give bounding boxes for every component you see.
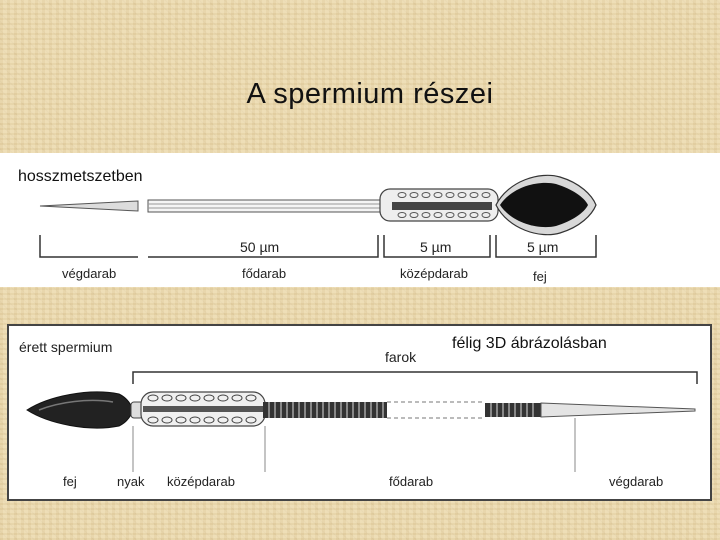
label-end-piece: végdarab [62,266,116,281]
end-piece-shape [39,200,139,212]
label-neck-3d: nyak [117,474,145,489]
tail-label: farok [385,349,417,365]
slide-title: A spermium részei [246,78,494,110]
label-end-piece-3d: végdarab [609,474,663,489]
semi-3d-diagram: érett spermium farok [19,339,698,489]
label-middle-piece-3d: középdarab [167,474,235,489]
longitudinal-section-panel: 50 µm 5 µm 5 µm végdarab fődarab középda… [0,153,720,287]
scale-principal: 50 µm [240,239,279,255]
mature-sperm-header: érett spermium [19,339,112,355]
label-head: fej [533,269,547,284]
caption-semi-3d: félig 3D ábrázolásban [452,335,607,352]
principal-piece-3d-a [263,402,387,418]
principal-piece-shape [147,199,389,213]
head-3d [26,391,134,429]
semi-3d-panel: érett spermium farok [7,324,712,501]
label-middle-piece: középdarab [400,266,468,281]
end-piece-3d [540,402,696,418]
tail-bracket [132,371,698,384]
scale-head: 5 µm [527,239,558,255]
head-nucleus [500,182,588,228]
caption-longitudinal: hosszmetszetben [18,168,143,185]
label-principal-piece: fődarab [242,266,286,281]
longitudinal-diagram: 50 µm 5 µm 5 µm végdarab fődarab középda… [39,174,597,284]
label-principal-piece-3d: fődarab [389,474,433,489]
scale-middle: 5 µm [420,239,451,255]
label-head-3d: fej [63,474,77,489]
